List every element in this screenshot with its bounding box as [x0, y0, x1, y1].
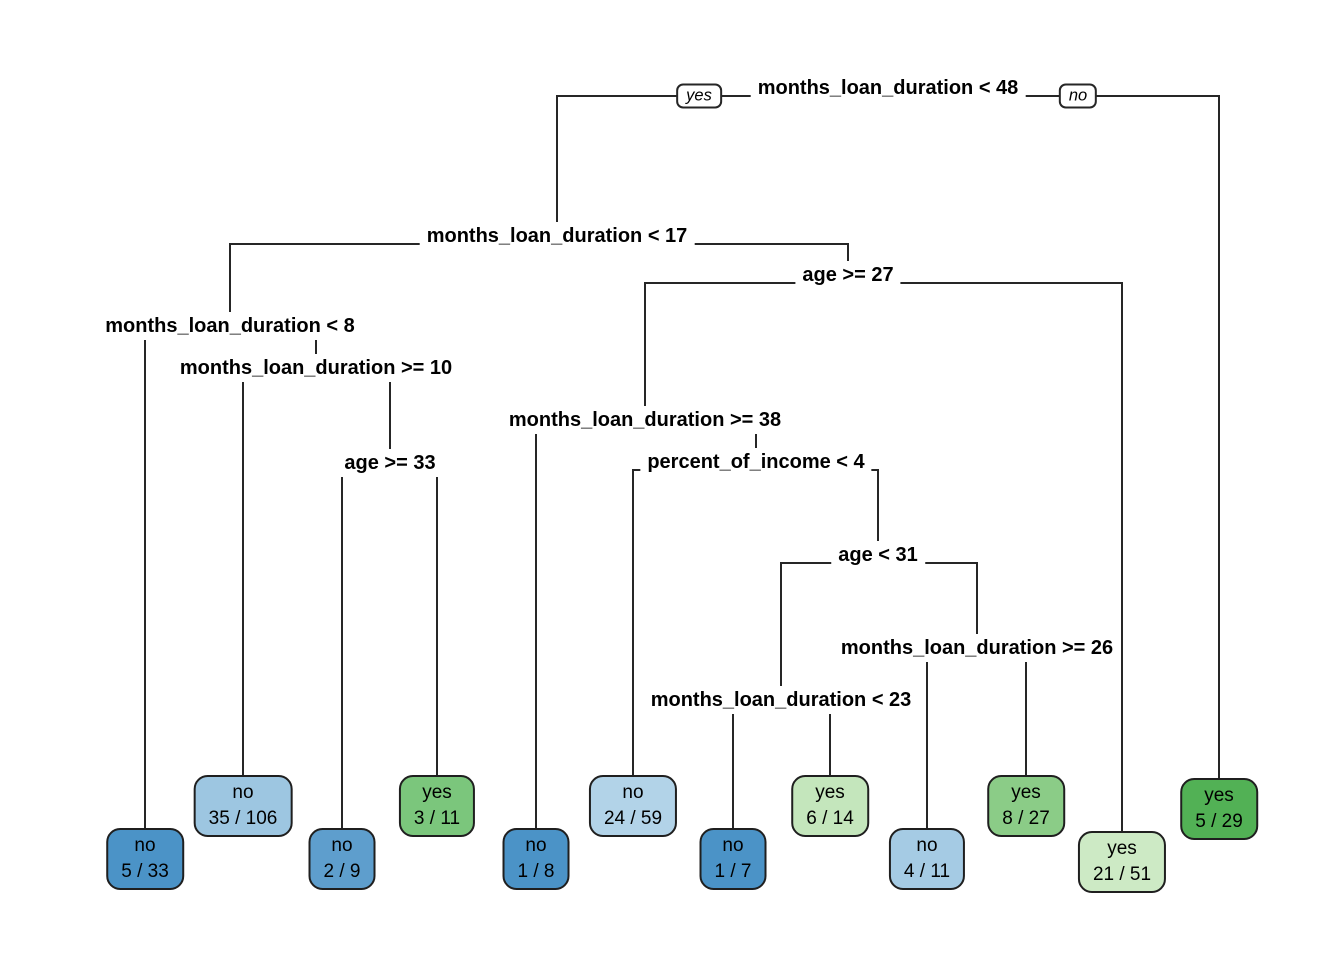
branch-line — [315, 333, 317, 354]
branch-line — [1218, 95, 1220, 778]
branch-line — [847, 243, 849, 261]
branch-line — [1121, 282, 1123, 831]
leaf-node-L2: no 35 / 106 — [193, 775, 293, 837]
leaf-class-label: yes — [422, 782, 452, 803]
leaf-node-L4: yes 3 / 11 — [398, 775, 476, 837]
leaf-counts-label: 1 / 7 — [714, 861, 752, 882]
leaf-class-label: no — [134, 835, 156, 856]
leaf-node-L12: yes 5 / 29 — [1180, 778, 1258, 840]
split-node-d17: months_loan_duration < 17 — [419, 222, 695, 250]
leaf-class-label: no — [331, 835, 353, 856]
split-node-age31: age < 31 — [831, 541, 925, 569]
branch-line — [976, 562, 978, 634]
branch-line — [389, 375, 391, 449]
branch-line — [556, 95, 558, 222]
branch-label-no: no — [1058, 83, 1098, 109]
leaf-counts-label: 5 / 33 — [121, 861, 169, 882]
leaf-class-label: no — [232, 782, 254, 803]
branch-line — [229, 243, 231, 312]
leaf-counts-label: 4 / 11 — [903, 861, 951, 882]
leaf-counts-label: 24 / 59 — [603, 808, 663, 829]
leaf-class-label: yes — [1011, 782, 1041, 803]
split-node-d23: months_loan_duration < 23 — [643, 686, 919, 714]
branch-line — [877, 469, 879, 541]
split-node-root: months_loan_duration < 48 — [750, 74, 1026, 102]
branch-line — [829, 707, 831, 775]
leaf-counts-label: 8 / 27 — [1002, 808, 1050, 829]
leaf-counts-label: 21 / 51 — [1092, 864, 1152, 885]
split-node-d38: months_loan_duration >= 38 — [501, 406, 789, 434]
branch-label-yes: yes — [676, 83, 722, 109]
branch-line — [1025, 655, 1027, 775]
leaf-counts-label: 6 / 14 — [806, 808, 854, 829]
leaf-node-L1: no 5 / 33 — [106, 828, 184, 890]
branch-line — [436, 470, 438, 775]
split-node-d26: months_loan_duration >= 26 — [833, 634, 1121, 662]
leaf-class-label: no — [525, 835, 547, 856]
leaf-node-L9: no 4 / 11 — [888, 828, 966, 890]
split-node-age27: age >= 27 — [795, 261, 901, 289]
leaf-class-label: no — [722, 835, 744, 856]
leaf-class-label: yes — [1107, 838, 1137, 859]
leaf-class-label: no — [916, 835, 938, 856]
split-node-d10: months_loan_duration >= 10 — [172, 354, 460, 382]
leaf-node-L10: yes 8 / 27 — [987, 775, 1065, 837]
leaf-node-L11: yes 21 / 51 — [1077, 831, 1167, 893]
leaf-counts-label: 3 / 11 — [413, 808, 461, 829]
branch-line — [732, 707, 734, 828]
split-node-p4: percent_of_income < 4 — [640, 448, 872, 476]
leaf-node-L3: no 2 / 9 — [308, 828, 376, 890]
branch-line — [242, 375, 244, 775]
branch-line — [780, 562, 782, 686]
split-node-age33: age >= 33 — [337, 449, 443, 477]
split-node-d8: months_loan_duration < 8 — [98, 312, 362, 340]
branch-line — [926, 655, 928, 828]
branch-line — [341, 470, 343, 828]
leaf-node-L6: no 24 / 59 — [588, 775, 678, 837]
leaf-counts-label: 5 / 29 — [1195, 811, 1243, 832]
branch-line — [632, 469, 634, 775]
leaf-node-L5: no 1 / 8 — [502, 828, 570, 890]
branch-line — [755, 427, 757, 448]
leaf-class-label: yes — [815, 782, 845, 803]
leaf-class-label: no — [622, 782, 644, 803]
leaf-node-L7: no 1 / 7 — [699, 828, 767, 890]
leaf-counts-label: 1 / 8 — [517, 861, 555, 882]
leaf-class-label: yes — [1204, 785, 1234, 806]
leaf-node-L8: yes 6 / 14 — [791, 775, 869, 837]
branch-line — [144, 333, 146, 828]
branch-line — [535, 427, 537, 828]
leaf-counts-label: 35 / 106 — [208, 808, 278, 829]
leaf-counts-label: 2 / 9 — [323, 861, 361, 882]
branch-line — [644, 282, 646, 406]
